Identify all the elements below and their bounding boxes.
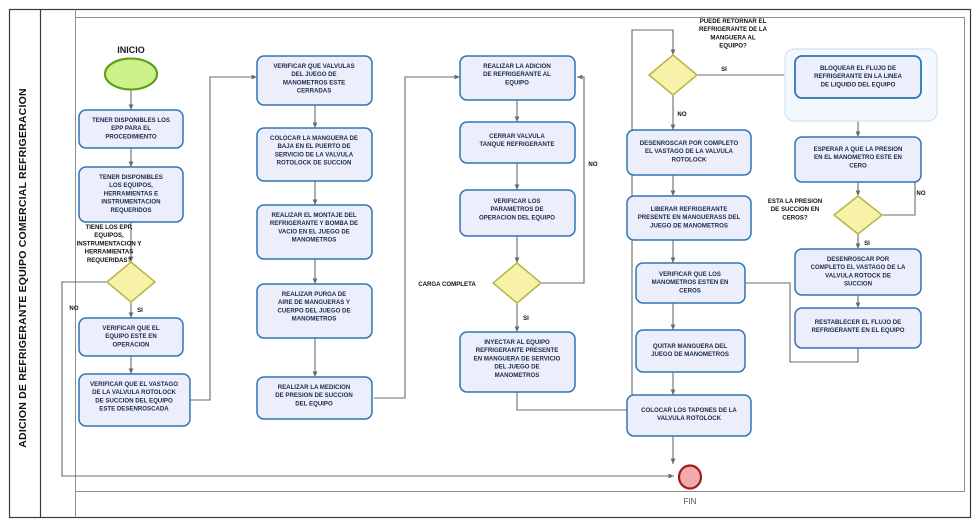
diagram-side-title: ADICION DE REFRIGERANTE EQUIPO COMERCIAL… [17,88,29,447]
node-d3[interactable] [647,54,699,96]
edge-label-d3-no: NO [677,111,686,118]
edge-label-d2-si: SI [523,315,529,322]
edge-p22-to-p16 [735,280,859,363]
start-label: INICIO [117,45,145,55]
edge-label-d4-si: SI [864,240,870,247]
edge-d2-no [541,74,585,284]
node-d4[interactable] [832,195,884,235]
edge-d1-no [61,281,674,479]
node-d2-question: CARGA COMPLETA [418,281,476,288]
edge-label-d2-no: NO [588,161,597,168]
edge-label-d1-no: NO [69,305,78,312]
end-label: FIN [684,497,697,506]
edge-label-d1-si: SI [137,307,143,314]
end-node[interactable] [677,464,703,490]
start-node[interactable] [103,57,159,91]
node-d1[interactable] [105,261,157,303]
edge-p4-to-p5 [190,74,257,401]
inner-frame [75,17,965,492]
edge-label-d4-no: NO [916,190,925,197]
edge-label-d3-si: SI [721,66,727,73]
edge-p9-to-p10 [374,74,460,399]
node-d2[interactable] [491,262,543,304]
connector-layer [61,29,916,479]
